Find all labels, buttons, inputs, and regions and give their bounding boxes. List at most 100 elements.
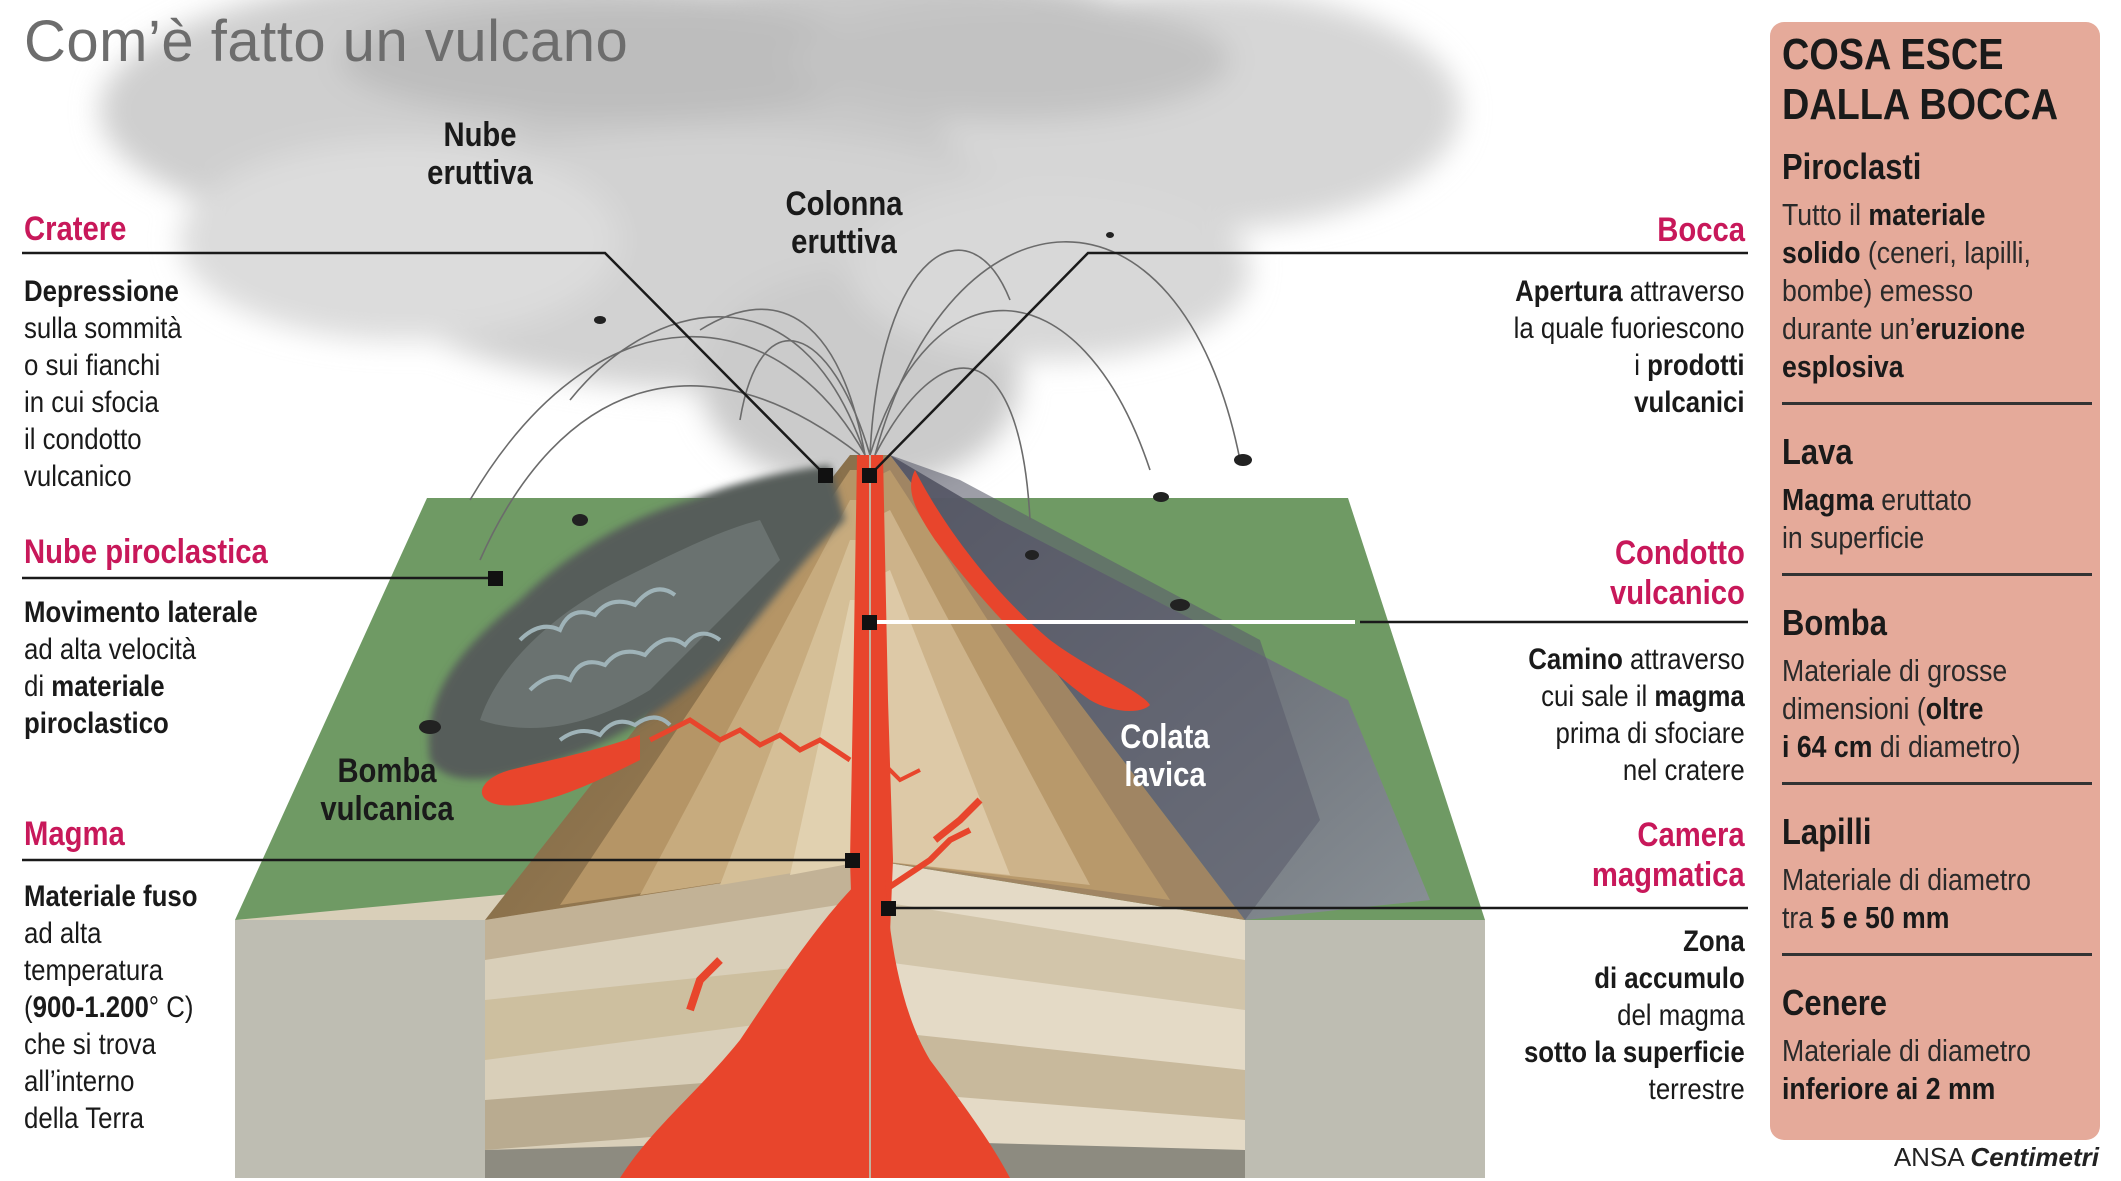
credit-agency: ANSA bbox=[1893, 1142, 1964, 1172]
text-line: Materiale di grosse bbox=[1782, 652, 2092, 690]
text-line: in cui sfocia bbox=[24, 384, 182, 421]
callout-title-line: magmatica bbox=[1592, 856, 1745, 894]
text-segment: terrestre bbox=[1648, 1073, 1745, 1106]
text-segment: in superficie bbox=[1782, 520, 1925, 555]
text-segment: solido bbox=[1782, 235, 1861, 270]
text-segment: Materiale di diametro bbox=[1782, 862, 2031, 897]
text-line: temperatura bbox=[24, 952, 197, 989]
text-segment: o sui fianchi bbox=[24, 349, 161, 382]
text-segment: Zona bbox=[1683, 925, 1745, 958]
text-segment: nel cratere bbox=[1623, 754, 1745, 787]
credit: ANSA Centimetri bbox=[1894, 1142, 2099, 1173]
text-segment: prima di sfociare bbox=[1555, 717, 1745, 750]
text-line: della Terra bbox=[24, 1100, 197, 1137]
text-line: il condotto bbox=[24, 421, 182, 458]
text-segment: cui sale il bbox=[1541, 680, 1655, 713]
text-line: la quale fuoriescono bbox=[1514, 310, 1745, 347]
text-line: cui sale il magma bbox=[1528, 678, 1745, 715]
text-segment: i 64 cm bbox=[1782, 729, 1873, 764]
text-segment: bombe) emesso bbox=[1782, 273, 1974, 308]
ash-cloud bbox=[100, 0, 1460, 490]
text-segment: eruzione bbox=[1915, 311, 2026, 346]
block-side-left bbox=[235, 920, 485, 1178]
callout-title-line: Condotto bbox=[1615, 534, 1745, 572]
text-line: Zona bbox=[1524, 923, 1745, 960]
callout-title-line: Camera bbox=[1637, 816, 1745, 854]
panel-section-heading: Lapilli bbox=[1782, 811, 1872, 852]
panel-section-heading: Lava bbox=[1782, 431, 1853, 472]
text-line: Movimento laterale bbox=[24, 594, 258, 631]
text-line: solido (ceneri, lapilli, bbox=[1782, 234, 2092, 272]
callout-title-left: Cratere bbox=[24, 210, 127, 248]
text-segment: di diametro) bbox=[1872, 729, 2021, 764]
text-segment: Depressione bbox=[24, 275, 179, 308]
text-line: ad alta bbox=[24, 915, 197, 952]
text-line: inferiore ai 2 mm bbox=[1782, 1070, 2092, 1108]
text-segment: Materiale di diametro bbox=[1782, 1033, 2031, 1068]
panel-section-heading: Cenere bbox=[1782, 982, 1887, 1023]
ejecta-trajectories bbox=[469, 241, 1241, 561]
text-segment: vulcanico bbox=[24, 460, 132, 493]
text-line: all’interno bbox=[24, 1063, 197, 1100]
block-side-right bbox=[1245, 920, 1485, 1178]
leader-markers bbox=[488, 468, 896, 916]
text-line: Depressione bbox=[24, 273, 182, 310]
pyroclastic-cloud bbox=[428, 465, 845, 779]
text-segment: la quale fuoriescono bbox=[1514, 312, 1745, 345]
panel-divider bbox=[1782, 953, 2092, 956]
text-segment: magma bbox=[1654, 680, 1745, 713]
text-line: Materiale di diametro bbox=[1782, 1032, 2092, 1070]
text-line: i prodotti bbox=[1514, 347, 1745, 384]
text-segment: piroclastico bbox=[24, 707, 169, 740]
text-segment: sotto la superficie bbox=[1524, 1036, 1745, 1069]
text-line: Camino attraverso bbox=[1528, 641, 1745, 678]
panel-divider bbox=[1782, 573, 2092, 576]
text-segment: durante un’ bbox=[1782, 311, 1916, 346]
text-segment: ( bbox=[24, 991, 33, 1024]
text-line: Magma eruttato bbox=[1782, 481, 2092, 519]
text-line: (900-1.200° C) bbox=[24, 989, 197, 1026]
text-segment: attraverso bbox=[1623, 275, 1745, 308]
text-segment: di bbox=[24, 670, 52, 703]
text-line: o sui fianchi bbox=[24, 347, 182, 384]
text-segment: temperatura bbox=[24, 954, 164, 987]
callout-title-left: Magma bbox=[24, 815, 125, 853]
text-line: tra 5 e 50 mm bbox=[1782, 899, 2092, 937]
text-segment: Tutto il bbox=[1782, 197, 1869, 232]
text-segment: Movimento laterale bbox=[24, 596, 258, 629]
text-line: Materiale di diametro bbox=[1782, 861, 2092, 899]
panel-section-heading: Bomba bbox=[1782, 602, 1887, 643]
text-line: esplosiva bbox=[1782, 348, 2092, 386]
text-line: che si trova bbox=[24, 1026, 197, 1063]
text-segment: dimensioni ( bbox=[1782, 691, 1926, 726]
text-segment: ° C) bbox=[148, 991, 194, 1024]
text-line: durante un’eruzione bbox=[1782, 310, 2092, 348]
text-segment: eruttato bbox=[1873, 482, 1972, 517]
text-line: dimensioni (oltre bbox=[1782, 690, 2092, 728]
text-segment: Camino bbox=[1528, 643, 1624, 676]
text-segment: ad alta bbox=[24, 917, 102, 950]
callout-title-right: Bocca bbox=[1657, 210, 1745, 250]
lava-flow-right bbox=[911, 470, 1150, 712]
text-segment: 900-1.200 bbox=[32, 991, 149, 1024]
text-segment: inferiore ai 2 mm bbox=[1782, 1071, 1996, 1106]
callout-title-line: Bocca bbox=[1657, 211, 1745, 249]
callout-title-left: Nube piroclastica bbox=[24, 533, 268, 571]
text-line: bombe) emesso bbox=[1782, 272, 2092, 310]
page-title: Com’è fatto un vulcano bbox=[24, 9, 629, 74]
text-segment: del magma bbox=[1617, 999, 1745, 1032]
text-segment: oltre bbox=[1925, 691, 1984, 726]
